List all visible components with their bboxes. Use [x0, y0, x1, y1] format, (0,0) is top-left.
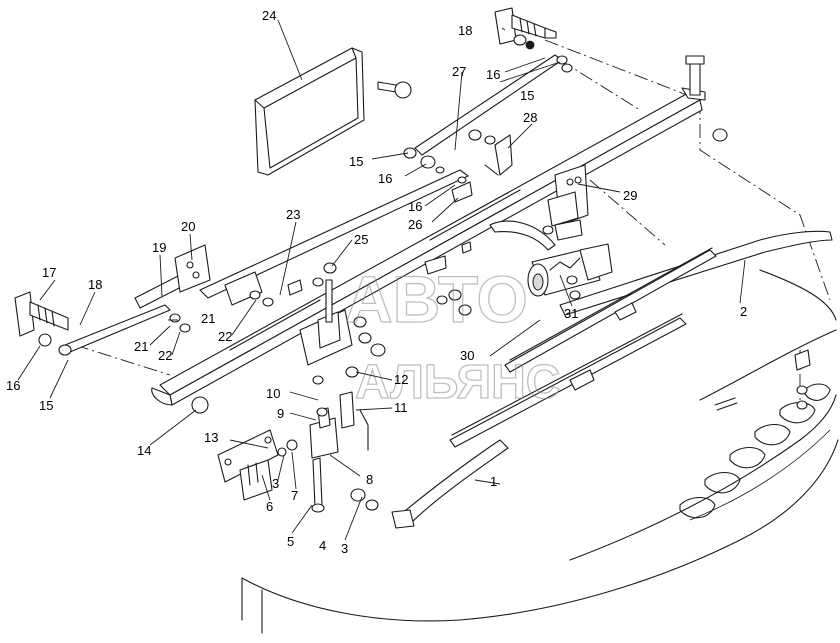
- callout-2: 2: [740, 304, 747, 319]
- callout-20: 20: [181, 219, 195, 234]
- assembly-centerlines: [74, 39, 831, 400]
- callout-29: 29: [623, 188, 637, 203]
- callout-16-left: 16: [6, 378, 20, 393]
- control-unit-24: [254, 47, 365, 176]
- callout-31: 31: [564, 306, 578, 321]
- callout-11: 11: [394, 400, 408, 415]
- callout-15-left: 15: [39, 398, 53, 413]
- watermark-line2: АЛЬЯНС: [355, 356, 560, 409]
- callout-30: 30: [460, 348, 474, 363]
- callout-8: 8: [366, 472, 373, 487]
- wiper-blade-lower: [449, 313, 687, 448]
- callout-labels: 1 2 3 3 4 5 6 7 8 9 10 11 12 13 14 15 15…: [6, 8, 747, 556]
- bracket-19-20: [134, 244, 211, 309]
- wiper-blade-upper: [504, 247, 717, 373]
- callout-7: 7: [291, 488, 298, 503]
- callout-10: 10: [266, 386, 280, 401]
- callout-15-top: 15: [520, 88, 534, 103]
- watermark: АВТО АЛЬЯНС: [344, 261, 561, 409]
- callout-25: 25: [354, 232, 368, 247]
- bracket-28: [484, 134, 513, 176]
- linkage-8: [309, 391, 369, 513]
- callout-26: 26: [408, 217, 422, 232]
- center-mount-12: [299, 279, 353, 366]
- callout-1: 1: [490, 474, 497, 489]
- callout-6: 6: [266, 499, 273, 514]
- callout-3-lower: 3: [341, 541, 348, 556]
- vehicle-body-outline: [241, 269, 839, 634]
- wiper-motor-31: [489, 220, 613, 297]
- callout-15-mid: 15: [349, 154, 363, 169]
- motor-bracket-29: [547, 164, 589, 241]
- pivot-housing-lower: [217, 429, 279, 501]
- fasteners: [169, 55, 728, 511]
- callout-18-top: 18: [458, 23, 472, 38]
- callout-3-upper: 3: [272, 476, 279, 491]
- callout-21-left: 21: [134, 339, 148, 354]
- callout-22-left: 22: [158, 348, 172, 363]
- callout-23: 23: [286, 207, 300, 222]
- callout-16-lower: 16: [408, 199, 422, 214]
- callout-5: 5: [287, 534, 294, 549]
- grille-openings: [679, 383, 831, 519]
- callout-24: 24: [262, 8, 276, 23]
- callout-19: 19: [152, 240, 166, 255]
- callout-21-right: 21: [201, 311, 215, 326]
- wiper-arm-1: [391, 439, 509, 529]
- pivot-housing-upper: [494, 7, 557, 50]
- callout-22-right: 22: [218, 329, 232, 344]
- pivot-housing-left: [14, 291, 72, 356]
- callout-17: 17: [42, 265, 56, 280]
- callout-18-left: 18: [88, 277, 102, 292]
- link-rod-23: [199, 169, 469, 306]
- screw-24: [377, 81, 412, 99]
- callout-16-mid: 16: [378, 171, 392, 186]
- link-rod-18-left: [64, 304, 171, 353]
- watermark-line1: АВТО: [345, 262, 528, 336]
- callout-27: 27: [452, 64, 466, 79]
- callout-12: 12: [394, 372, 408, 387]
- callout-9: 9: [277, 406, 284, 421]
- callout-28: 28: [523, 110, 537, 125]
- leader-lines: [17, 19, 746, 541]
- callout-13: 13: [204, 430, 218, 445]
- fastener-right: [714, 349, 811, 411]
- callout-4: 4: [319, 538, 326, 553]
- callout-14: 14: [137, 443, 151, 458]
- callout-16-top: 16: [486, 67, 500, 82]
